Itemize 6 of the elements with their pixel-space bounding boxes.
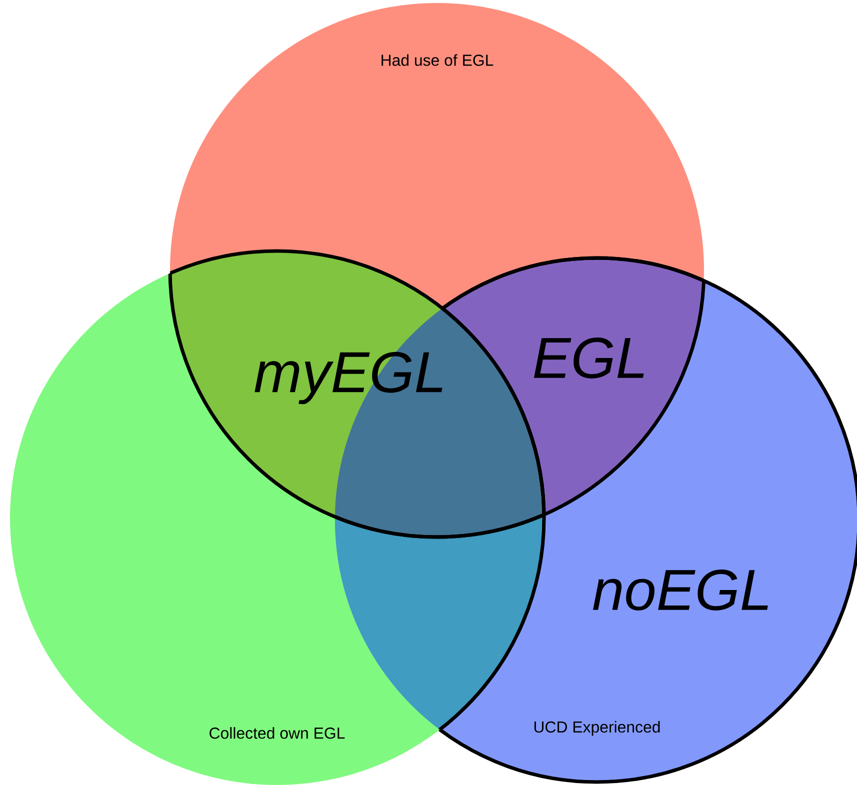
region-label: EGL [534, 338, 644, 378]
set-label: Collected own EGL [210, 727, 345, 739]
set-label: Had use of EGL [382, 54, 494, 66]
set-label: UCD Experienced [534, 720, 660, 736]
region-label: noEGL [593, 570, 768, 610]
region-label: myEGL [254, 352, 442, 404]
